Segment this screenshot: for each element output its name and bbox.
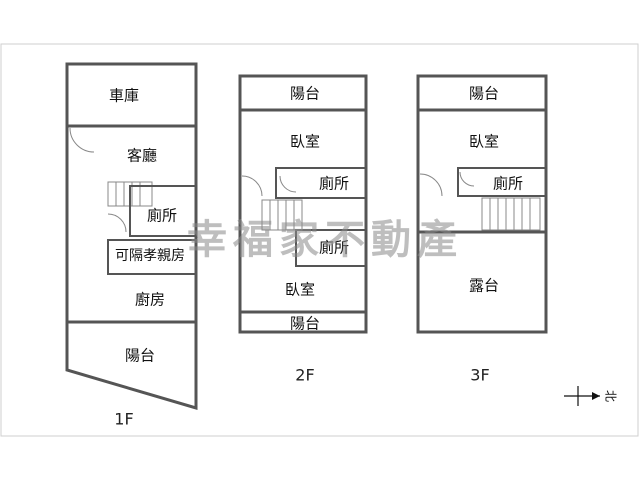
- floor-level-label: 3F: [470, 366, 489, 385]
- north-arrow: 北: [564, 386, 618, 406]
- room-label: 陽台: [125, 347, 155, 365]
- room-label: 廁所: [319, 239, 349, 257]
- stair: [481, 197, 541, 231]
- floor-1f-outline: [65, 62, 198, 411]
- parent-room-1f: [107, 239, 197, 275]
- room-label: 廚房: [135, 291, 165, 309]
- room-label: 車庫: [109, 87, 139, 105]
- floor-3f: 陽台 臥室 廁所 露台 3F: [416, 74, 548, 385]
- floor-level-label: 1F: [114, 410, 133, 429]
- bathroom-2f-b: [295, 229, 367, 267]
- room-label: 臥室: [469, 133, 499, 151]
- floor-1f: 車庫 客廳 廁所 可隔孝親房 廚房 陽台 1F: [65, 62, 198, 429]
- floor-2f-outline: [238, 74, 368, 334]
- door-swing: [459, 171, 475, 187]
- door-swing: [241, 175, 263, 197]
- bathroom-2f-a: [275, 167, 367, 199]
- bathroom-1f: [129, 185, 197, 237]
- room-label: 陽台: [290, 315, 320, 333]
- room-label: 廁所: [319, 175, 349, 193]
- watermark: 幸福家不動產: [187, 217, 463, 263]
- room-label: 廁所: [493, 175, 523, 193]
- bathroom-3f: [457, 167, 547, 197]
- door-swing: [419, 173, 443, 197]
- room-label: 陽台: [290, 85, 320, 103]
- floor-3f-outline: [416, 74, 548, 334]
- room-label: 可隔孝親房: [115, 248, 185, 264]
- floor-level-label: 2F: [295, 366, 314, 385]
- door-swing: [279, 175, 297, 193]
- page-frame: [0, 43, 639, 437]
- door-swing: [107, 213, 127, 233]
- room-label: 露台: [469, 277, 499, 295]
- room-label: 客廳: [127, 147, 157, 165]
- room-label: 臥室: [285, 281, 315, 299]
- stair: [261, 199, 303, 231]
- room-label: 陽台: [469, 85, 499, 103]
- floor-2f: 陽台 臥室 廁所 廁所 臥室 陽台 2F: [238, 74, 368, 385]
- room-label: 廁所: [147, 207, 177, 225]
- door-swing: [69, 127, 95, 153]
- north-label: 北: [604, 390, 618, 402]
- room-label: 臥室: [290, 133, 320, 151]
